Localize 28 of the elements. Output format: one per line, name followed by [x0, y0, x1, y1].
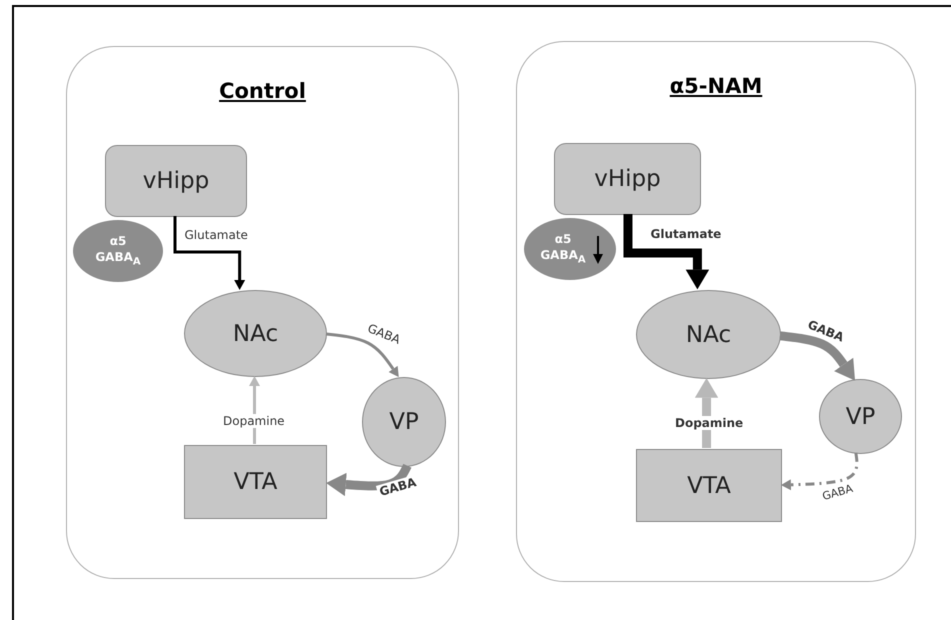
- region-label: VTA: [687, 472, 731, 498]
- region-label: VTA: [234, 469, 278, 495]
- region-label: vHipp: [142, 168, 210, 194]
- arrow: [326, 464, 412, 496]
- region-label: VP: [846, 404, 876, 430]
- arrow: [780, 452, 858, 490]
- condition-panel: [66, 46, 459, 579]
- condition-panel: [516, 41, 916, 582]
- arrow: [779, 331, 856, 381]
- receptor-label: α5 GABA$_{A}$: [94, 232, 142, 270]
- panel-title: Control: [219, 79, 306, 103]
- region-label: NAc: [232, 320, 278, 346]
- edge-label: Dopamine: [673, 416, 746, 430]
- region-box: [554, 143, 701, 215]
- region-box: [636, 449, 782, 522]
- region-box: [184, 445, 327, 519]
- region-box: [105, 145, 247, 217]
- edge-label: Glutamate: [648, 227, 724, 241]
- panel-title: α5-NAM: [670, 74, 762, 98]
- region-label: NAc: [686, 322, 732, 348]
- region-label: vHipp: [594, 166, 661, 192]
- receptor-label: α5 GABA$_{A}$: [539, 230, 587, 268]
- edge-label: Dopamine: [221, 414, 287, 428]
- arrow: [326, 332, 399, 378]
- arrow: [694, 378, 718, 448]
- region-label: VP: [389, 409, 419, 435]
- edge-label: Glutamate: [182, 228, 250, 242]
- arrow: [174, 216, 246, 290]
